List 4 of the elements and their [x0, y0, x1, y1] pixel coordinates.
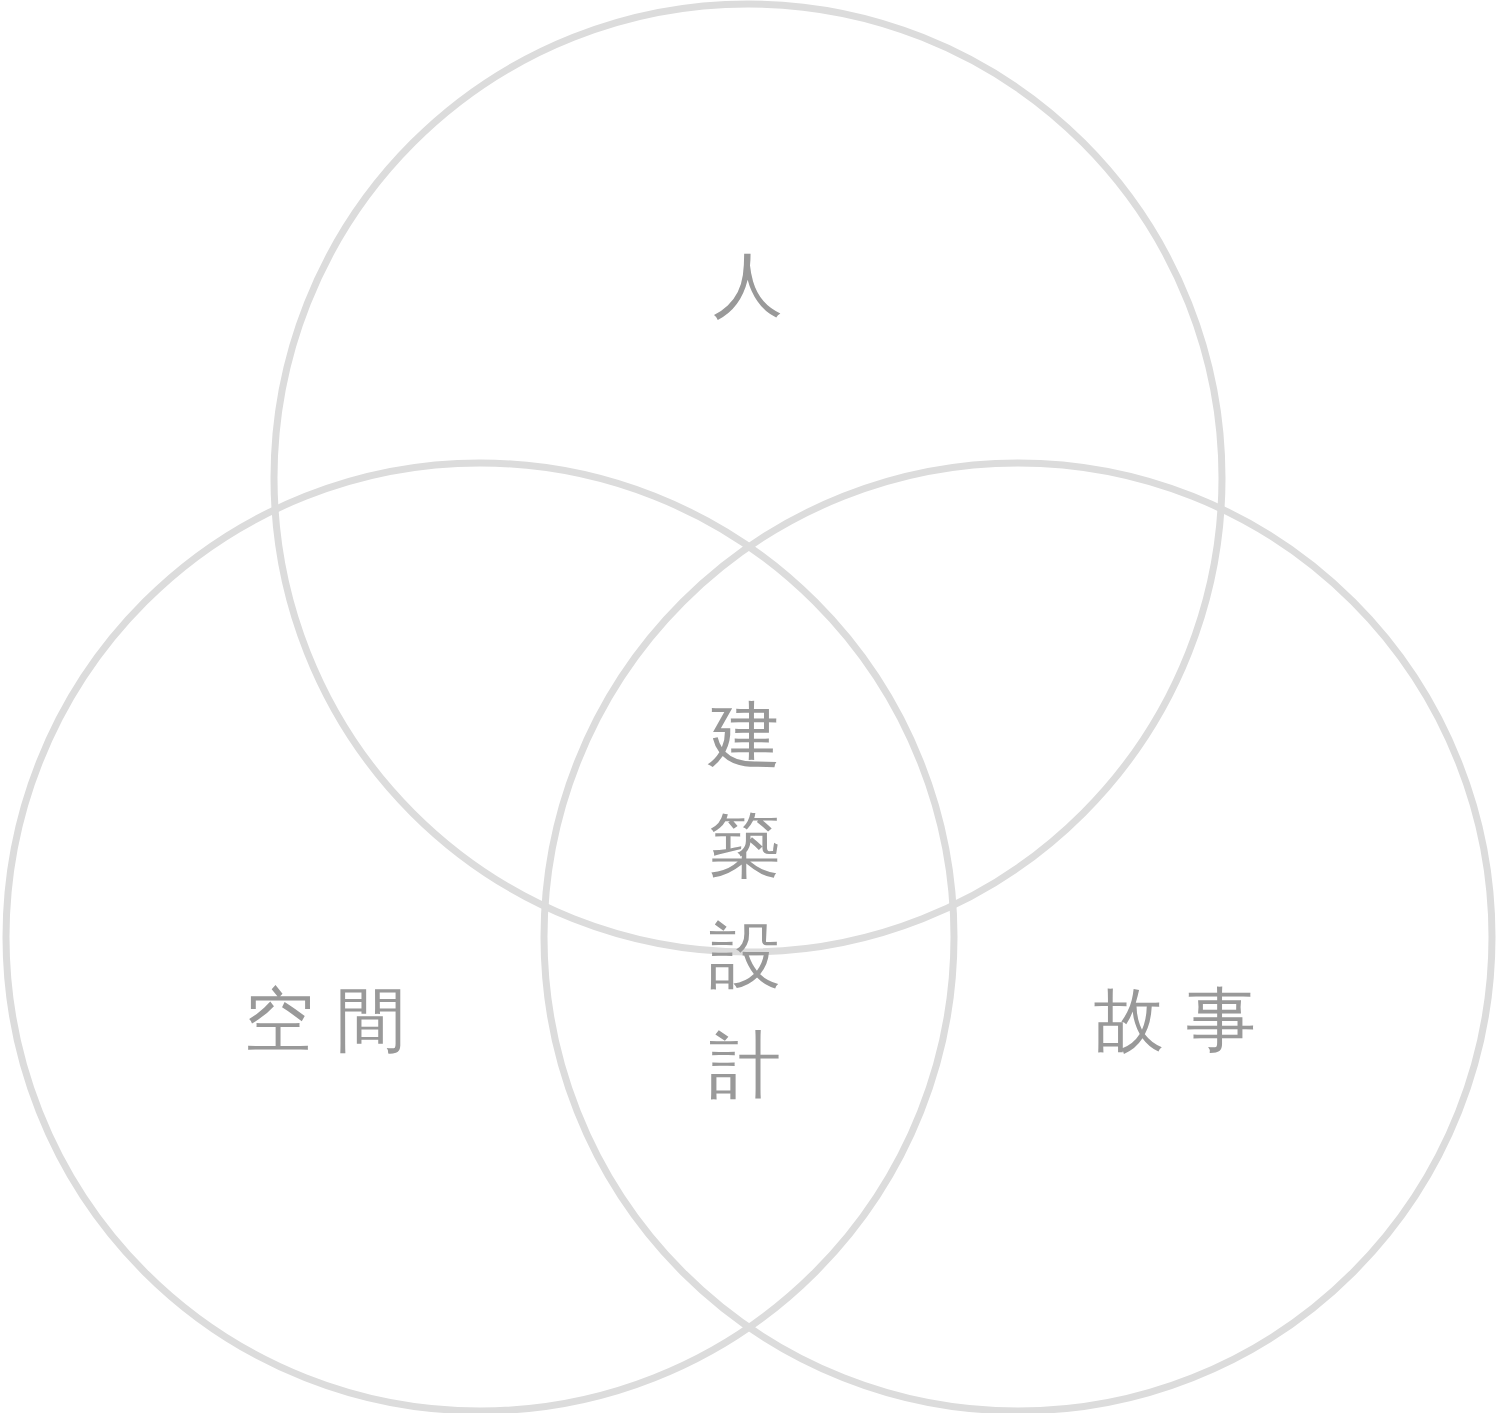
overlap-label: 建築設計 [707, 692, 806, 1109]
circle-label: 故事 [1093, 985, 1278, 1055]
circle-label: 空間 [243, 985, 428, 1055]
circle-label: 人 [712, 250, 805, 320]
